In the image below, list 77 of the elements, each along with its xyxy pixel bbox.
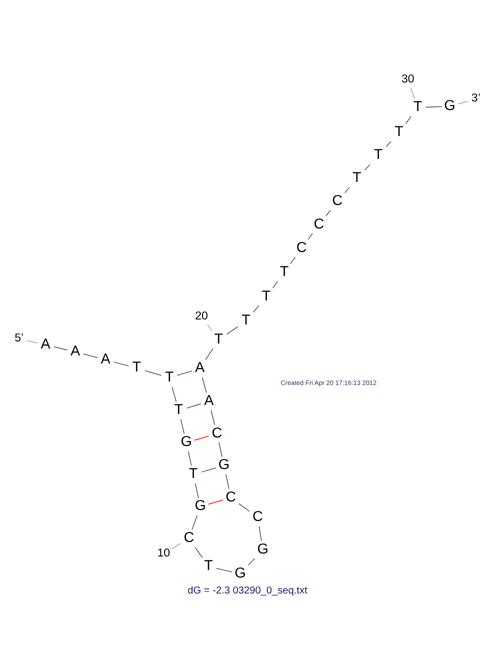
connector <box>218 442 222 457</box>
connector <box>186 403 202 408</box>
connector <box>194 435 210 440</box>
connector <box>210 409 216 425</box>
connector <box>252 304 260 312</box>
connector <box>202 376 207 393</box>
connector <box>171 542 182 549</box>
connector <box>53 346 68 350</box>
node-text: C <box>226 488 236 505</box>
connector <box>144 370 162 376</box>
node-text: G <box>444 97 456 114</box>
connector <box>172 386 177 402</box>
node-text: T <box>204 558 213 574</box>
connector <box>194 482 199 498</box>
node-text: T <box>174 402 184 418</box>
node-text: T <box>413 98 422 115</box>
node-text: 3’ <box>471 92 480 104</box>
connector <box>216 568 232 572</box>
connector <box>258 525 262 541</box>
connector <box>238 502 250 512</box>
connector <box>308 232 313 240</box>
node-text: T <box>188 465 198 482</box>
node-text: 30 <box>401 73 414 86</box>
node-text: 10 <box>157 546 170 559</box>
node-text: A <box>204 392 214 409</box>
node-text: T <box>374 146 383 163</box>
connector <box>344 186 350 193</box>
connector <box>226 473 230 489</box>
connector <box>208 499 224 504</box>
node-text: A <box>40 336 50 352</box>
connector <box>425 106 442 108</box>
node-text: T <box>394 124 404 140</box>
connector <box>410 87 415 99</box>
node-text: T <box>280 264 289 280</box>
connector <box>386 140 392 146</box>
node-text: C <box>332 192 343 209</box>
connector <box>205 348 214 360</box>
connector <box>188 450 192 466</box>
connector <box>457 100 468 104</box>
connector <box>326 209 331 216</box>
connector <box>192 514 198 530</box>
node-text: C <box>184 530 194 546</box>
caption: dG = -2.3 03290_0_seq.txt <box>188 584 308 596</box>
connector <box>177 370 192 376</box>
connector <box>248 558 255 566</box>
connector <box>290 256 296 264</box>
node-text: 20 <box>195 310 208 322</box>
connector <box>272 280 278 288</box>
node-text: T <box>165 368 174 385</box>
node-text: T <box>242 312 250 328</box>
node-text: A <box>100 350 110 367</box>
node-text: T <box>214 330 224 347</box>
connector <box>194 546 203 558</box>
node-text: G <box>218 456 230 473</box>
connector <box>405 116 412 124</box>
node-text: C <box>296 239 307 256</box>
node-text: A <box>194 360 205 376</box>
node-text: T <box>262 288 271 304</box>
node-text: T <box>352 170 362 186</box>
connector <box>207 324 213 332</box>
node-text: C <box>314 216 324 232</box>
node-text: G <box>257 540 268 557</box>
connector <box>113 361 130 366</box>
node-text: C <box>212 424 222 441</box>
node-text: C <box>252 508 263 525</box>
node-text: G <box>180 434 192 450</box>
node-text: T <box>132 359 142 376</box>
connector <box>226 326 238 334</box>
node-text: 5’ <box>14 332 24 344</box>
connector <box>180 418 185 434</box>
connector <box>364 163 370 170</box>
node-text: G <box>234 564 246 581</box>
node-text: A <box>70 343 80 360</box>
connector <box>26 340 38 343</box>
node-text: G <box>194 498 206 514</box>
connector <box>82 353 98 358</box>
connector <box>201 467 216 472</box>
